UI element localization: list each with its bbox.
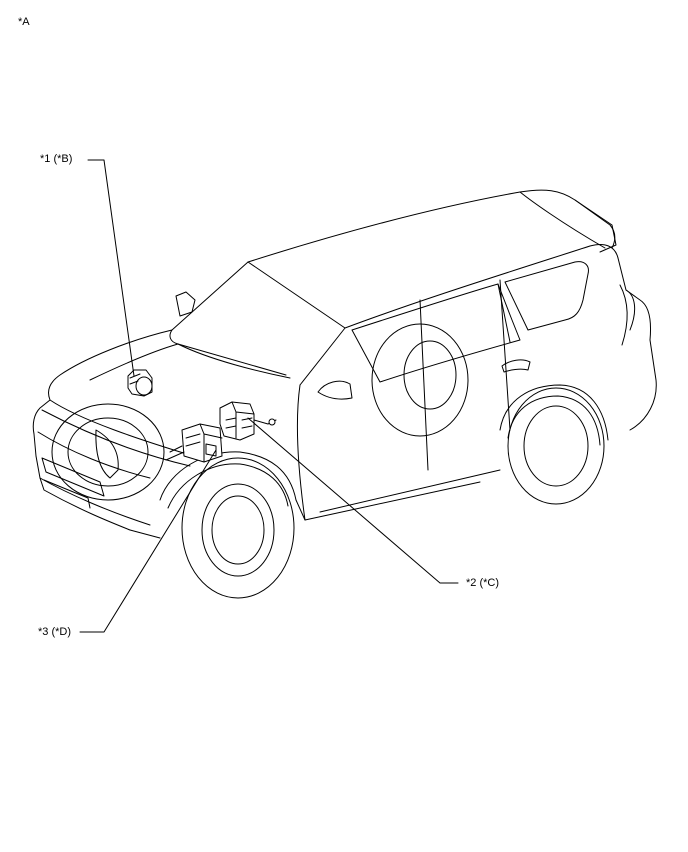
callout-label-2: *2 (*C) bbox=[466, 577, 500, 589]
vehicle-outline bbox=[33, 190, 656, 598]
leader-lines bbox=[80, 160, 458, 632]
callout-label-1: *1 (*B) bbox=[40, 153, 73, 165]
component-1 bbox=[128, 370, 152, 396]
leader-line-1 bbox=[88, 160, 134, 376]
figure-label: *A bbox=[18, 16, 30, 28]
leader-line-3 bbox=[80, 450, 216, 632]
leader-line-2 bbox=[248, 418, 458, 583]
component-2 bbox=[220, 402, 276, 440]
component-3 bbox=[166, 424, 222, 462]
callout-label-3: *3 (*D) bbox=[38, 626, 72, 638]
